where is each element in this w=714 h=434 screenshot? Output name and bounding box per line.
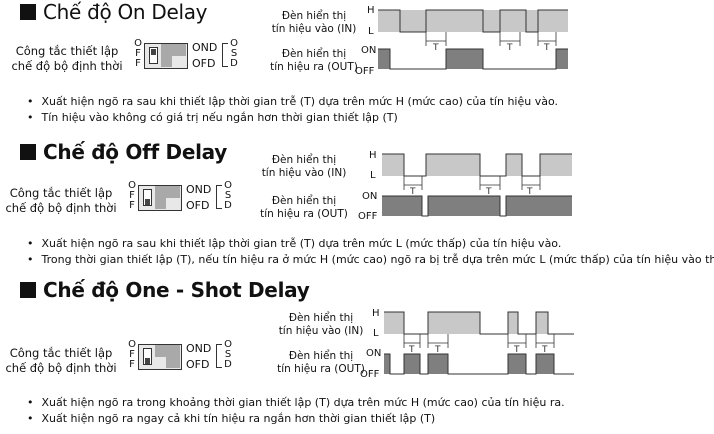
note-item: Xuất hiện ngõ ra sau khi thiết lập thời … bbox=[27, 94, 559, 110]
t-label: T bbox=[434, 345, 441, 355]
level-h: H bbox=[372, 308, 380, 319]
timing-diagram: T T T bbox=[382, 153, 572, 217]
note-item: Xuất hiện ngõ ra ngay cả khi tín hiệu ra… bbox=[27, 411, 565, 427]
notes-list: Xuất hiện ngõ ra sau khi thiết lập thời … bbox=[27, 94, 559, 126]
dip-switch-icon bbox=[138, 185, 182, 211]
level-on: ON bbox=[362, 191, 378, 202]
level-l: L bbox=[373, 328, 379, 339]
timing-diagram: T T T T bbox=[384, 311, 574, 375]
t-label: T bbox=[485, 187, 492, 197]
title-text: Chế độ On Delay bbox=[43, 0, 208, 24]
level-h: H bbox=[367, 5, 375, 16]
section-one-shot-delay: Chế độ One - Shot Delay Công tắc thiết l… bbox=[0, 276, 714, 425]
note-item: Trong thời gian thiết lập (T), nếu tín h… bbox=[27, 252, 714, 268]
level-off: OFF bbox=[360, 369, 380, 380]
out-signal bbox=[378, 48, 568, 70]
t-label: T bbox=[409, 187, 416, 197]
out-signal bbox=[382, 195, 572, 217]
level-h: H bbox=[369, 150, 377, 161]
out-signal bbox=[384, 353, 574, 375]
note-item: Tín hiệu vào không có giá trị nếu ngắn h… bbox=[27, 110, 558, 126]
level-off: OFF bbox=[358, 211, 378, 222]
timing-diagram: T T T bbox=[378, 9, 568, 70]
notes-list: Xuất hiện ngõ ra sau khi thiết lập thời … bbox=[27, 236, 714, 268]
in-signal bbox=[384, 311, 574, 335]
level-off: OFF bbox=[355, 66, 375, 77]
t-label: T bbox=[526, 187, 533, 197]
section-title: Chế độ Off Delay bbox=[20, 140, 227, 164]
t-label: T bbox=[541, 345, 548, 355]
level-on: ON bbox=[366, 348, 382, 359]
title-text: Chế độ One - Shot Delay bbox=[43, 278, 310, 302]
level-on: ON bbox=[361, 45, 377, 56]
square-bullet-icon bbox=[20, 282, 36, 298]
square-bullet-icon bbox=[20, 144, 36, 160]
t-label: T bbox=[506, 43, 513, 53]
note-item: Xuất hiện ngõ ra sau khi thiết lập thời … bbox=[27, 236, 714, 252]
note-item: Xuất hiện ngõ ra trong khoảng thời gian … bbox=[27, 395, 565, 411]
section-title: Chế độ One - Shot Delay bbox=[20, 278, 310, 302]
dip-switch-icon bbox=[138, 344, 182, 370]
t-label: T bbox=[432, 43, 439, 53]
dip-switch-icon bbox=[144, 43, 188, 69]
t-label: T bbox=[408, 345, 415, 355]
title-text: Chế độ Off Delay bbox=[43, 140, 227, 164]
notes-list: Xuất hiện ngõ ra trong khoảng thời gian … bbox=[27, 395, 565, 427]
level-l: L bbox=[368, 26, 374, 37]
in-signal bbox=[382, 153, 572, 177]
square-bullet-icon bbox=[20, 4, 36, 20]
t-label: T bbox=[543, 43, 550, 53]
section-title: Chế độ On Delay bbox=[20, 0, 208, 24]
level-l: L bbox=[370, 170, 376, 181]
t-label: T bbox=[513, 345, 520, 355]
